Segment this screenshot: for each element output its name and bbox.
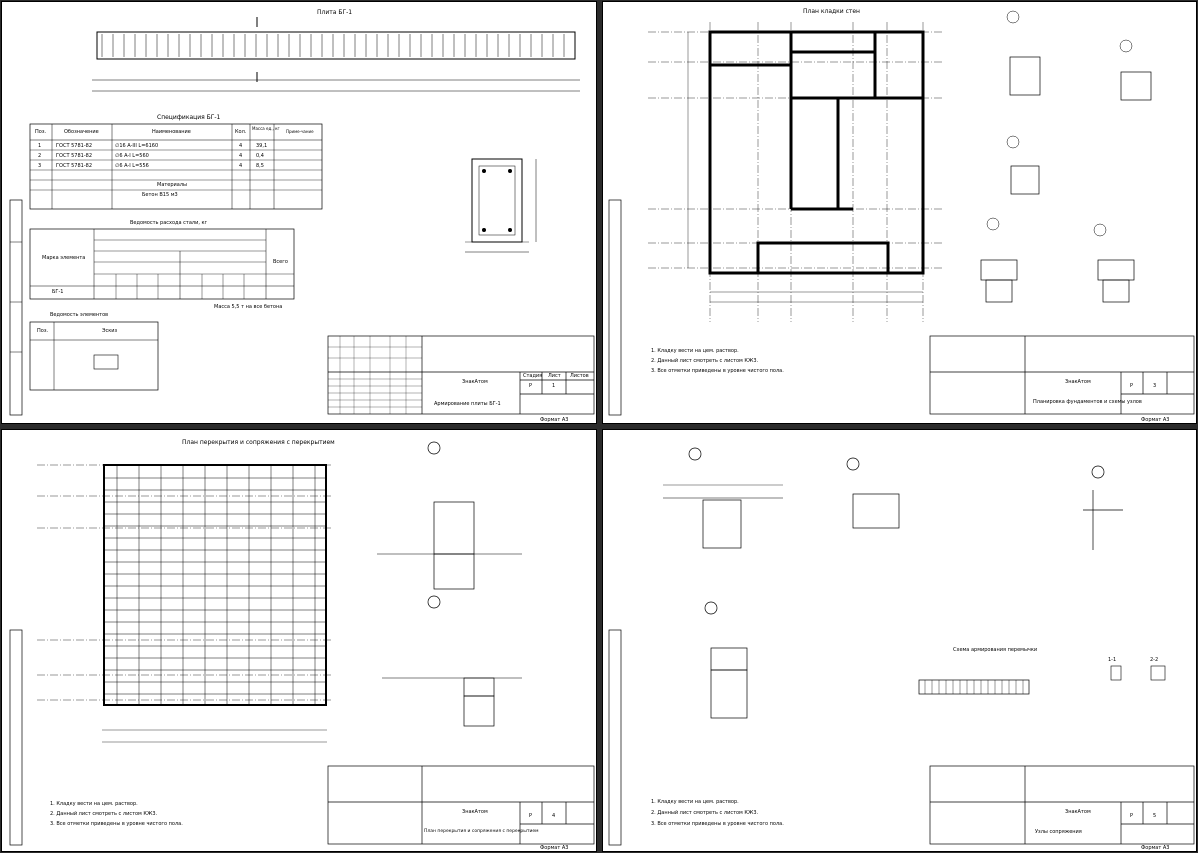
spec-row-3-mass: 8,5 <box>256 163 264 169</box>
sheet-1-stamp-stage: Р <box>529 383 533 389</box>
sheet-4-note-2: 2. Данный лист смотреть с листом КЖ3. <box>651 810 759 816</box>
sheet-4-note-3: 3. Все отметки приведены в уровне чистог… <box>651 821 784 827</box>
spec-row-3-doc: ГОСТ 5781-82 <box>56 163 93 169</box>
steel-row-name: БГ-1 <box>52 289 64 295</box>
sheet-1-stamp-sheet: 1 <box>552 383 556 389</box>
spec-header-qty: Кол. <box>235 129 247 135</box>
sheet-3-drawing <box>9 441 595 846</box>
spec-row-1-mass: 39,1 <box>256 143 268 149</box>
sheet-1-drawing <box>9 17 595 416</box>
materials-value: Бетон В15 м3 <box>142 192 178 198</box>
elements-title: Ведомость элементов <box>50 312 109 318</box>
spec-header-mass: Масса ед., кг <box>252 126 280 131</box>
sheet-3-title: План перекрытия и сопряжения с перекрыти… <box>182 439 335 446</box>
sheet-4-stamp-stage: Р <box>1130 813 1134 819</box>
spec-title: Спецификация БГ-1 <box>157 114 221 121</box>
sheet-2-stamp-sheet-name: Планировка фундаментов и схемы узлов <box>1033 399 1142 405</box>
sheet-1-title: Плита БГ-1 <box>317 9 353 16</box>
sheet-3: План перекрытия и сопряжения с перекрыти… <box>1 429 597 852</box>
sheet-4-stamp-sheet: 5 <box>1153 813 1157 819</box>
sheet-1-format: Формат А3 <box>540 417 569 423</box>
sheet-1-stamp-col-sheets: Листов <box>570 373 589 379</box>
sheet-2-note-2: 2. Данный лист смотреть с листом КЖ3. <box>651 358 759 364</box>
sheet-3-stamp-sheet-name: План перекрытия и сопряжения с перекрыти… <box>424 829 539 834</box>
spec-row-2-mass: 0,4 <box>256 153 264 159</box>
sheet-1-stamp-org: ЗнакАтом <box>462 379 488 385</box>
sheet-2: План кладки стен 1. Кладку вести на цем.… <box>602 1 1197 424</box>
section-1-label: 1-1 <box>1108 657 1117 663</box>
spec-header-name: Наименование <box>152 129 191 135</box>
sheet-4-stamp-sheet-name: Узлы сопряжения <box>1035 829 1082 835</box>
sheet-4: Схема армирования перемычки 1-1 2-2 1. К… <box>602 429 1197 852</box>
sheet-4-format: Формат А3 <box>1141 845 1170 851</box>
spec-header-note: Приме-чание <box>286 129 314 134</box>
materials-label: Материалы <box>157 182 187 188</box>
spec-row-1-name: ∅16 A-III L=6160 <box>115 143 159 149</box>
sheet-2-drawing <box>608 10 1195 416</box>
spec-row-2-name: ∅6 A-I L=560 <box>115 153 149 159</box>
sheet-2-format: Формат А3 <box>1141 417 1170 423</box>
sheet-2-stamp-sheet: 3 <box>1153 383 1157 389</box>
spec-header-pos: Поз. <box>35 129 47 135</box>
sheet-4-drawing <box>608 447 1195 846</box>
spec-row-1-pos: 1 <box>38 143 42 149</box>
sheet-1-note: Масса 5,5 т на все бетона <box>214 304 283 310</box>
section-2-label: 2-2 <box>1150 657 1159 663</box>
sheet-4-note-1: 1. Кладку вести на цем. раствор. <box>651 799 739 805</box>
sheet-3-note-3: 3. Все отметки приведены в уровне чистог… <box>50 821 183 827</box>
steel-row-label: Марка элемента <box>42 255 86 261</box>
sheet-4-stamp-org: ЗнакАтом <box>1065 809 1091 815</box>
elements-header-sketch: Эскиз <box>102 328 118 334</box>
steel-total-label: Всего <box>273 259 288 265</box>
sheet-3-note-2: 2. Данный лист смотреть с листом КЖ3. <box>50 811 158 817</box>
sheet-3-stamp-stage: Р <box>529 813 533 819</box>
sheet-3-stamp-sheet: 4 <box>552 813 556 819</box>
spec-row-3-name: ∅6 A-I L=556 <box>115 163 149 169</box>
spec-row-3-qty: 4 <box>239 163 243 169</box>
spec-row-1-doc: ГОСТ 5781-82 <box>56 143 93 149</box>
sheet-1-stamp-col-sheet: Лист <box>548 373 561 379</box>
spec-row-1-qty: 4 <box>239 143 243 149</box>
sheet-3-stamp-org: ЗнакАтом <box>462 809 488 815</box>
elements-header-pos: Поз. <box>37 328 49 334</box>
sheet-2-stamp-org: ЗнакАтом <box>1065 379 1091 385</box>
sheet-2-note-1: 1. Кладку вести на цем. раствор. <box>651 348 739 354</box>
sheet-2-title: План кладки стен <box>803 8 860 15</box>
sheet-2-stamp-stage: Р <box>1130 383 1134 389</box>
sheet-3-format: Формат А3 <box>540 845 569 851</box>
spec-row-2-doc: ГОСТ 5781-82 <box>56 153 93 159</box>
sheet-1-stamp-sheet-name: Армирование плиты БГ-1 <box>434 401 501 407</box>
spec-row-3-pos: 3 <box>38 163 42 169</box>
steel-table-title: Ведомость расхода стали, кг <box>130 220 208 226</box>
spec-row-2-pos: 2 <box>38 153 42 159</box>
sheet-2-note-3: 3. Все отметки приведены в уровне чистог… <box>651 368 784 374</box>
spec-header-designation: Обозначение <box>64 129 99 135</box>
sheet-3-note-1: 1. Кладку вести на цем. раствор. <box>50 801 138 807</box>
spec-row-2-qty: 4 <box>239 153 243 159</box>
sheet-1-stamp-col-stage: Стадия <box>523 373 543 379</box>
sheet-1: Плита БГ-1 Спецификация БГ-1 Поз. Обозна… <box>1 1 597 424</box>
beam-title: Схема армирования перемычки <box>953 647 1038 653</box>
